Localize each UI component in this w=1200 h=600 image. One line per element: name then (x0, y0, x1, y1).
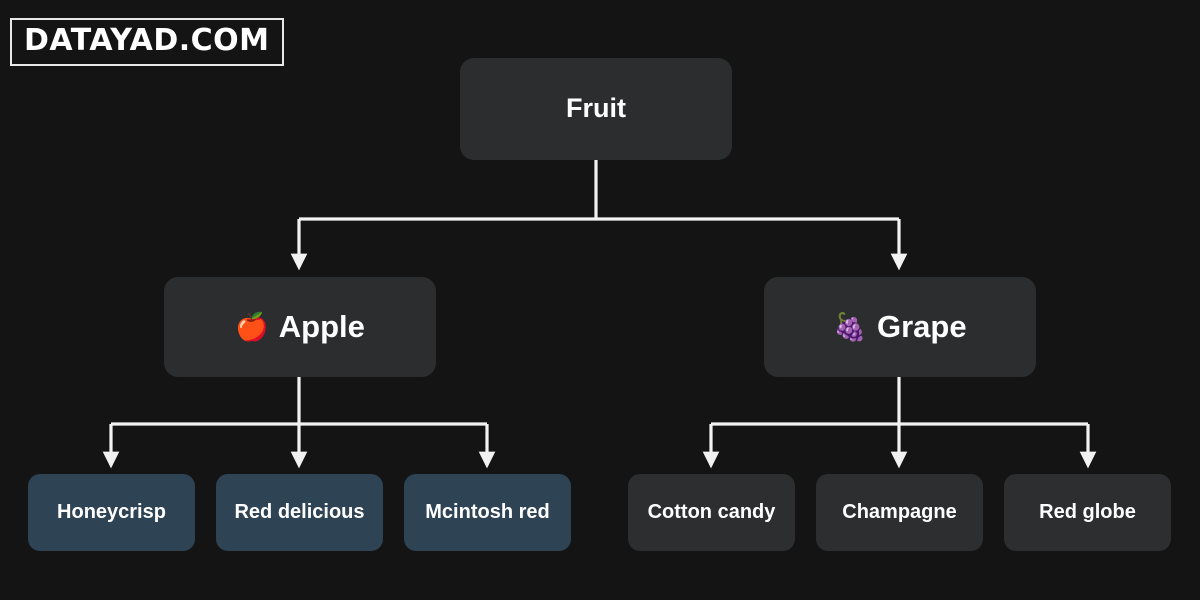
node-red-delicious[interactable]: Red delicious (216, 474, 383, 551)
node-apple-label: Apple (278, 309, 365, 345)
node-fruit[interactable]: Fruit (460, 58, 732, 160)
node-champagne-label: Champagne (842, 501, 957, 523)
node-grape[interactable]: 🍇 Grape (764, 277, 1036, 377)
node-red-globe[interactable]: Red globe (1004, 474, 1171, 551)
node-champagne[interactable]: Champagne (816, 474, 983, 551)
node-cotton-candy[interactable]: Cotton candy (628, 474, 795, 551)
node-mcintosh-red-label: Mcintosh red (425, 501, 550, 523)
node-cotton-candy-label: Cotton candy (647, 501, 776, 523)
node-mcintosh-red[interactable]: Mcintosh red (404, 474, 571, 551)
node-honeycrisp-label: Honeycrisp (57, 501, 166, 523)
node-fruit-label: Fruit (566, 93, 626, 124)
node-red-delicious-label: Red delicious (234, 501, 365, 523)
node-apple[interactable]: 🍎 Apple (164, 277, 436, 377)
watermark-datayad: DATAYAD.COM (10, 18, 284, 66)
node-red-globe-label: Red globe (1039, 501, 1136, 523)
apple-emoji-icon: 🍎 (235, 311, 269, 343)
node-grape-label: Grape (877, 309, 967, 345)
node-honeycrisp[interactable]: Honeycrisp (28, 474, 195, 551)
grapes-emoji-icon: 🍇 (833, 311, 867, 343)
